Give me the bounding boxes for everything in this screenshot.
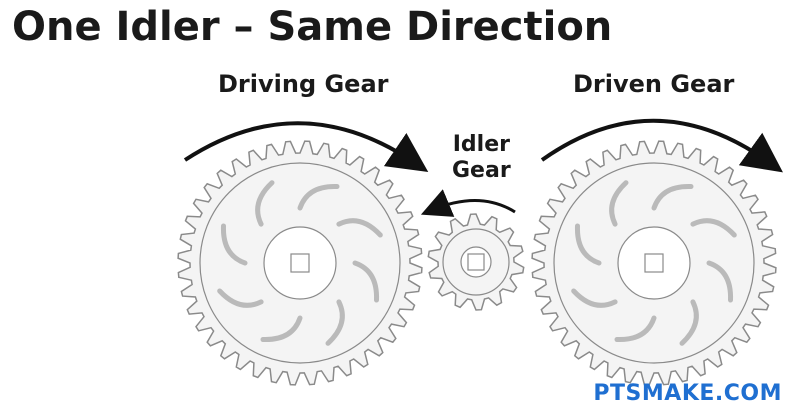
gear-rim xyxy=(553,162,755,364)
driving-rotation-arrow xyxy=(183,121,429,172)
gear-spoke-slot xyxy=(297,183,340,211)
gear-spoke-slot xyxy=(614,315,657,343)
driven-gear xyxy=(531,140,777,386)
gear-spoke-slot xyxy=(220,223,248,266)
gear-spoke-slot xyxy=(255,180,275,227)
gear-spoke-slot xyxy=(260,315,303,343)
gear-spoke-slot xyxy=(574,223,602,266)
gear-spoke-slot xyxy=(352,260,380,303)
gear-spoke-slot xyxy=(217,288,264,308)
idler-label-line2: Gear xyxy=(452,158,511,183)
gear-rim xyxy=(442,228,510,296)
gear-shaft-square xyxy=(644,253,664,273)
gear-spoke-slot xyxy=(679,299,699,346)
gear-spoke-slot xyxy=(336,218,383,238)
gear-shaft-square xyxy=(467,253,485,271)
gear-spoke-slot xyxy=(706,260,734,303)
driven-rotation-arrow xyxy=(540,118,783,173)
gear-spoke-slot xyxy=(690,218,737,238)
gear-spoke-slot xyxy=(325,299,345,346)
idler-gear-label: Idler Gear xyxy=(452,132,511,184)
idler-label-line1: Idler xyxy=(452,132,510,157)
idler-gear xyxy=(427,213,525,311)
idler-rotation-arrow xyxy=(420,189,516,217)
gear-shaft-square xyxy=(290,253,310,273)
driving-gear xyxy=(177,140,423,386)
gear-spoke-slot xyxy=(571,288,618,308)
driven-gear-label: Driven Gear xyxy=(573,70,735,98)
watermark-text: PTSMAKE.COM xyxy=(593,381,782,406)
gear-spoke-slot xyxy=(651,183,694,211)
gear-rim xyxy=(199,162,401,364)
diagram-title: One Idler – Same Direction xyxy=(12,4,613,50)
driving-gear-label: Driving Gear xyxy=(218,70,389,98)
gear-spoke-slot xyxy=(609,180,629,227)
